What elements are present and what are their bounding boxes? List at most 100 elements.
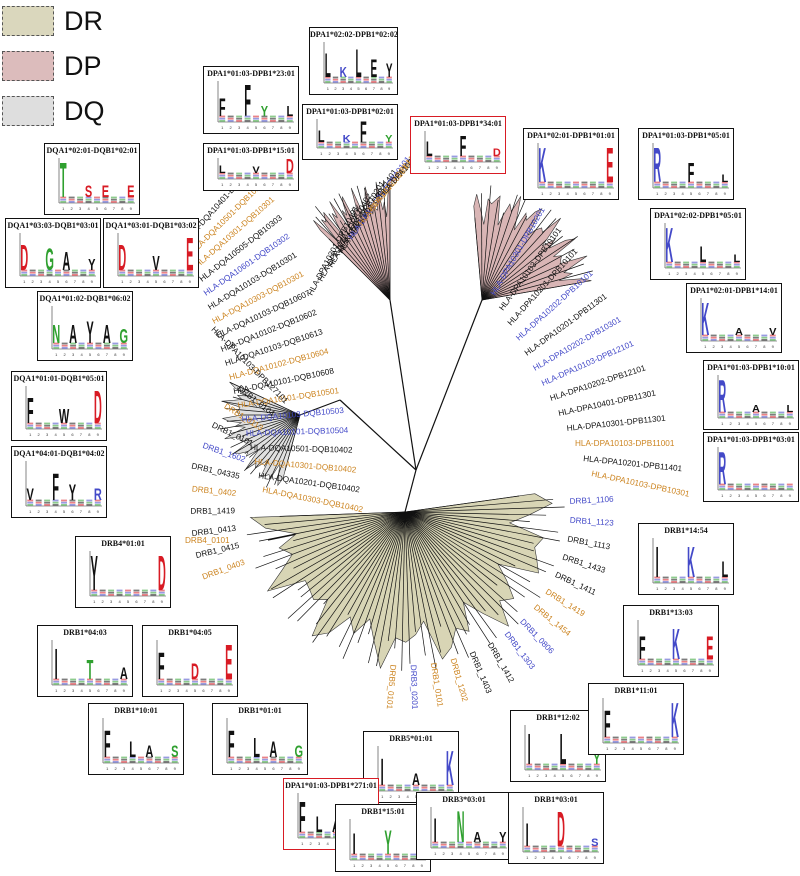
logo-minor-residue [227, 174, 234, 177]
logo-residue-letter: L [733, 253, 740, 265]
logo-minor-residue [112, 761, 119, 763]
logo-minor-residue [593, 763, 600, 766]
logo-minor-residue [112, 347, 119, 349]
logo-minor-residue [91, 591, 98, 594]
logo-minor-residue [704, 181, 711, 184]
logo-residue-letter: L [355, 43, 361, 87]
logo-position-tick: 1 [301, 841, 304, 846]
logo-residue-letter: Y [384, 824, 391, 862]
logo-minor-residue [138, 758, 144, 761]
logo-position-tick: 4 [118, 599, 121, 604]
logo-minor-residue [348, 78, 354, 81]
logo-position-tick: 7 [106, 352, 109, 357]
logo-minor-residue [236, 756, 243, 759]
logo-minor-residue [253, 115, 259, 118]
tree-branch [404, 511, 498, 586]
logo-position-tick: 5 [357, 86, 360, 91]
logo-minor-residue [721, 183, 728, 186]
logo-minor-residue [719, 488, 726, 490]
logo-position-tick: 1 [656, 191, 659, 196]
logo-position-tick: 5 [354, 151, 357, 156]
logo-position-tick: 6 [683, 668, 686, 673]
logo-position-tick: 8 [88, 432, 91, 437]
logo-minor-residue [466, 841, 472, 844]
logo-minor-residue [719, 334, 726, 337]
tree-branch [404, 511, 559, 533]
logo-minor-residue [761, 336, 768, 339]
logo-minor-residue [733, 263, 740, 266]
logo-minor-residue [261, 120, 268, 122]
logo-minor-residue [385, 855, 391, 858]
logo-residue-letter: D [158, 546, 166, 601]
logo-minor-residue [278, 172, 285, 175]
logo-residue-letter: L [219, 164, 226, 176]
logo-minor-residue [343, 141, 350, 144]
tree-label: DRB1_1403 [468, 650, 494, 695]
logo-minor-residue [154, 758, 161, 761]
logo-minor-residue [103, 680, 110, 683]
logo-position-tick: 1 [428, 165, 431, 170]
logo-position-tick: 3 [721, 344, 724, 349]
logo-minor-residue [585, 765, 592, 768]
logo-position-tick: 9 [502, 851, 505, 856]
logo-residue-letter: F [460, 130, 467, 163]
logo-title: DPA1*01:03-DPB1*271:01 [285, 781, 377, 790]
logo-position-tick: 5 [89, 352, 92, 357]
logo-minor-residue [654, 581, 661, 583]
logo-position-tick: 4 [80, 352, 83, 357]
logo-position-tick: 3 [72, 352, 75, 357]
logo-residue-letter: K [701, 294, 709, 346]
logo-position-tick: 9 [298, 766, 301, 771]
logo-minor-residue [200, 683, 207, 685]
logo-minor-residue [710, 339, 717, 341]
logo-minor-residue [52, 427, 59, 429]
tree-branch [374, 209, 391, 301]
logo-title: DRB1*11:01 [614, 686, 658, 695]
logo-minor-residue [253, 177, 259, 179]
logo-position-tick: 2 [537, 773, 540, 778]
logo-minor-residue [158, 591, 165, 594]
logo-minor-residue [429, 789, 436, 791]
logo-minor-residue [219, 174, 226, 177]
logo-minor-residue [363, 76, 369, 79]
tree-branch [404, 511, 497, 639]
logo-residue-letter: G [295, 742, 304, 761]
logo-position-tick: 1 [221, 182, 224, 187]
logo-position-tick: 3 [445, 165, 448, 170]
logo-minor-residue [674, 261, 681, 264]
logo-position-tick: 2 [665, 586, 668, 591]
logo-residue-letter: F [604, 702, 611, 745]
tree-branch [481, 270, 593, 301]
logo-minor-residue [286, 120, 293, 122]
logo-minor-residue [351, 858, 358, 860]
logo-minor-residue [753, 488, 759, 490]
logo-minor-residue [585, 763, 592, 766]
tree-branch [481, 212, 504, 301]
logo-minor-residue [721, 578, 728, 581]
logo-minor-residue [438, 784, 445, 787]
tree-branch [342, 511, 406, 659]
logo-minor-residue [359, 853, 366, 856]
logo-minor-residue [539, 183, 546, 186]
logo-residue-letter: L [560, 724, 567, 773]
logo-minor-residue [700, 266, 706, 268]
logo-minor-residue [360, 141, 367, 144]
logo-minor-residue [287, 756, 294, 759]
legend-label-dp: DP [64, 50, 102, 81]
logo-position-tick: 3 [79, 206, 82, 211]
logo-minor-residue [219, 120, 226, 122]
logo-minor-residue [269, 177, 276, 179]
logo-minor-residue [136, 271, 143, 274]
logo-minor-residue [163, 761, 170, 763]
logo-residue-letter: A [412, 770, 420, 789]
logo-position-tick: 1 [541, 191, 544, 196]
logo-minor-residue [449, 846, 456, 848]
logo-minor-residue [662, 186, 669, 188]
logo-minor-residue [526, 765, 533, 768]
logo-minor-residue [87, 683, 93, 685]
logo-position-tick: 9 [161, 599, 164, 604]
logo-residue-letter: N [457, 802, 465, 851]
tree-branch [297, 511, 406, 622]
